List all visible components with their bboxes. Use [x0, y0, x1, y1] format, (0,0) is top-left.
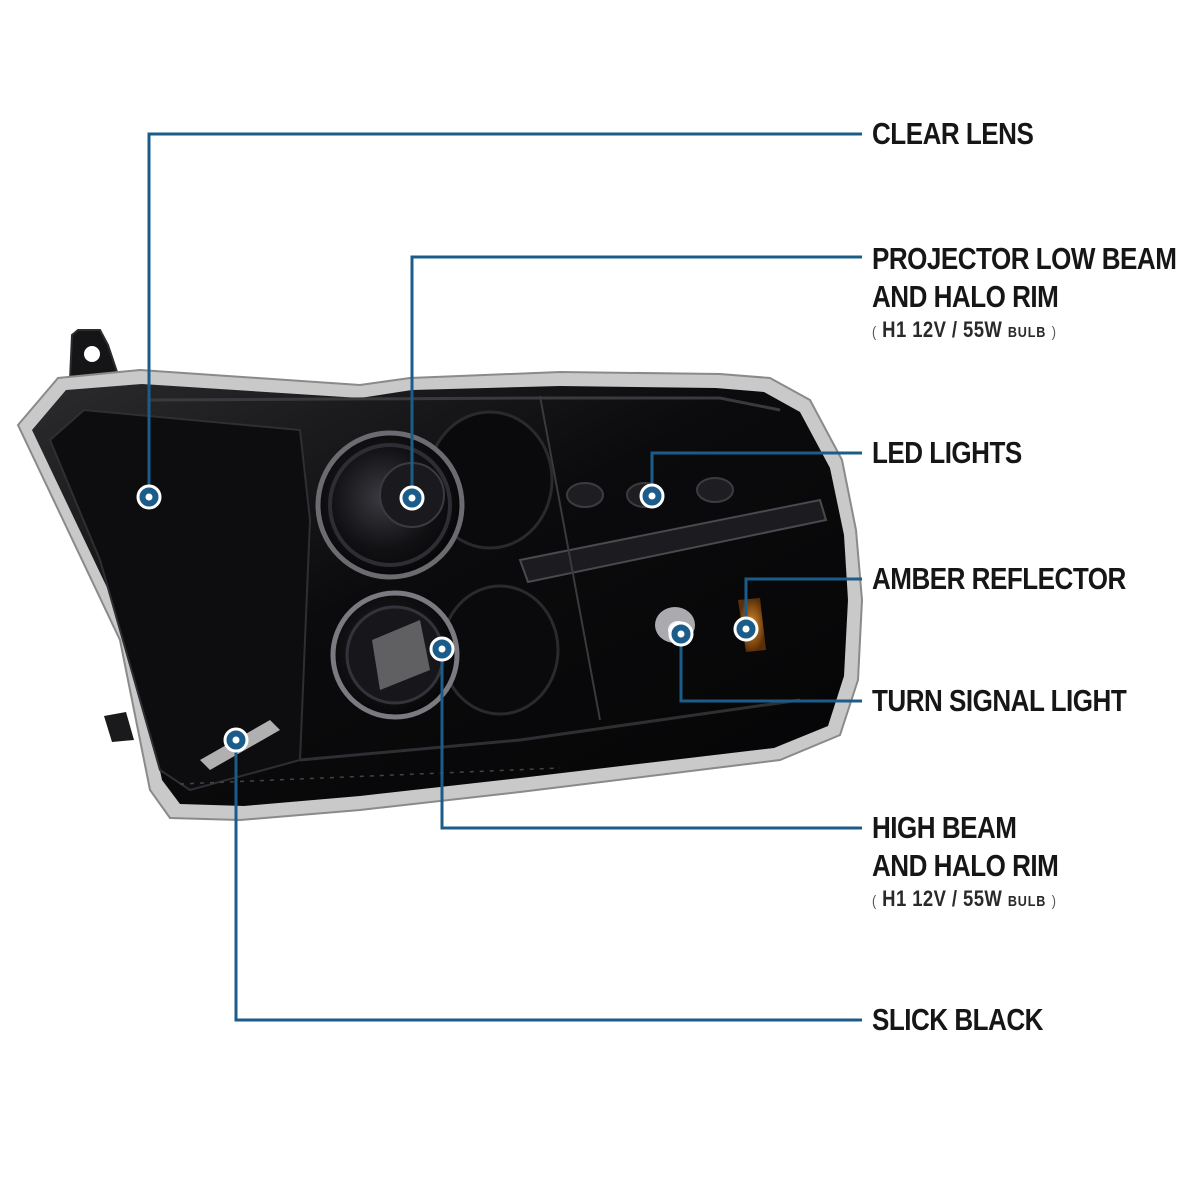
callout-dots — [136, 483, 759, 753]
leader-lines — [147, 132, 862, 1022]
spec-value: H1 12V / 55W — [882, 317, 1003, 342]
label-text: LED LIGHTS — [872, 435, 1022, 470]
leader-line-slick-black — [234, 740, 862, 1022]
label-line-2: AND HALO RIM — [872, 279, 1059, 314]
upper-bezel-line — [149, 396, 781, 412]
divider-blade — [518, 498, 828, 584]
leader-line-high-beam — [440, 649, 862, 830]
mounting-tab-bottom — [104, 712, 134, 742]
label-led-lights: LED LIGHTS — [872, 434, 1022, 472]
mounting-hole — [84, 346, 100, 362]
label-text: SLICK BLACK — [872, 1002, 1043, 1037]
label-projector-low-beam: PROJECTOR LOW BEAM AND HALO RIM ( H1 12V… — [872, 240, 1177, 347]
label-text: TURN SIGNAL LIGHT — [872, 683, 1127, 718]
label-text: AMBER REFLECTOR — [872, 561, 1126, 596]
label-high-beam: HIGH BEAM AND HALO RIM ( H1 12V / 55W BU… — [872, 809, 1059, 916]
label-turn-signal-light: TURN SIGNAL LIGHT — [872, 682, 1127, 720]
high-beam — [330, 584, 560, 720]
leader-line-projector-low-beam — [410, 255, 862, 498]
label-line-1: HIGH BEAM — [872, 810, 1017, 845]
leader-line-led-lights — [650, 451, 862, 496]
lower-bezel-line — [299, 698, 801, 762]
spec-close-paren: ) — [1051, 893, 1057, 910]
spec-unit: BULB — [1007, 893, 1047, 910]
label-line-1: PROJECTOR LOW BEAM — [872, 241, 1177, 276]
vertical-seam — [539, 395, 601, 721]
leader-line-amber-reflector — [744, 577, 862, 629]
spec-open-paren: ( — [872, 893, 877, 910]
leader-line-clear-lens — [147, 132, 862, 497]
headlight-housing — [16, 329, 864, 822]
label-line-2: AND HALO RIM — [872, 848, 1059, 883]
spec-close-paren: ) — [1051, 324, 1057, 341]
spec-value: H1 12V / 55W — [882, 886, 1003, 911]
spec-open-paren: ( — [872, 324, 877, 341]
leader-line-turn-signal — [679, 634, 862, 703]
label-text: CLEAR LENS — [872, 116, 1034, 151]
label-clear-lens: CLEAR LENS — [872, 115, 1034, 153]
bulb-spec: ( H1 12V / 55W BULB ) — [872, 316, 1176, 347]
bulb-spec: ( H1 12V / 55W BULB ) — [872, 885, 1058, 916]
label-amber-reflector: AMBER REFLECTOR — [872, 560, 1126, 598]
lens-markings — [179, 767, 561, 785]
spec-unit: BULB — [1007, 324, 1047, 341]
label-slick-black: SLICK BLACK — [872, 1001, 1043, 1039]
